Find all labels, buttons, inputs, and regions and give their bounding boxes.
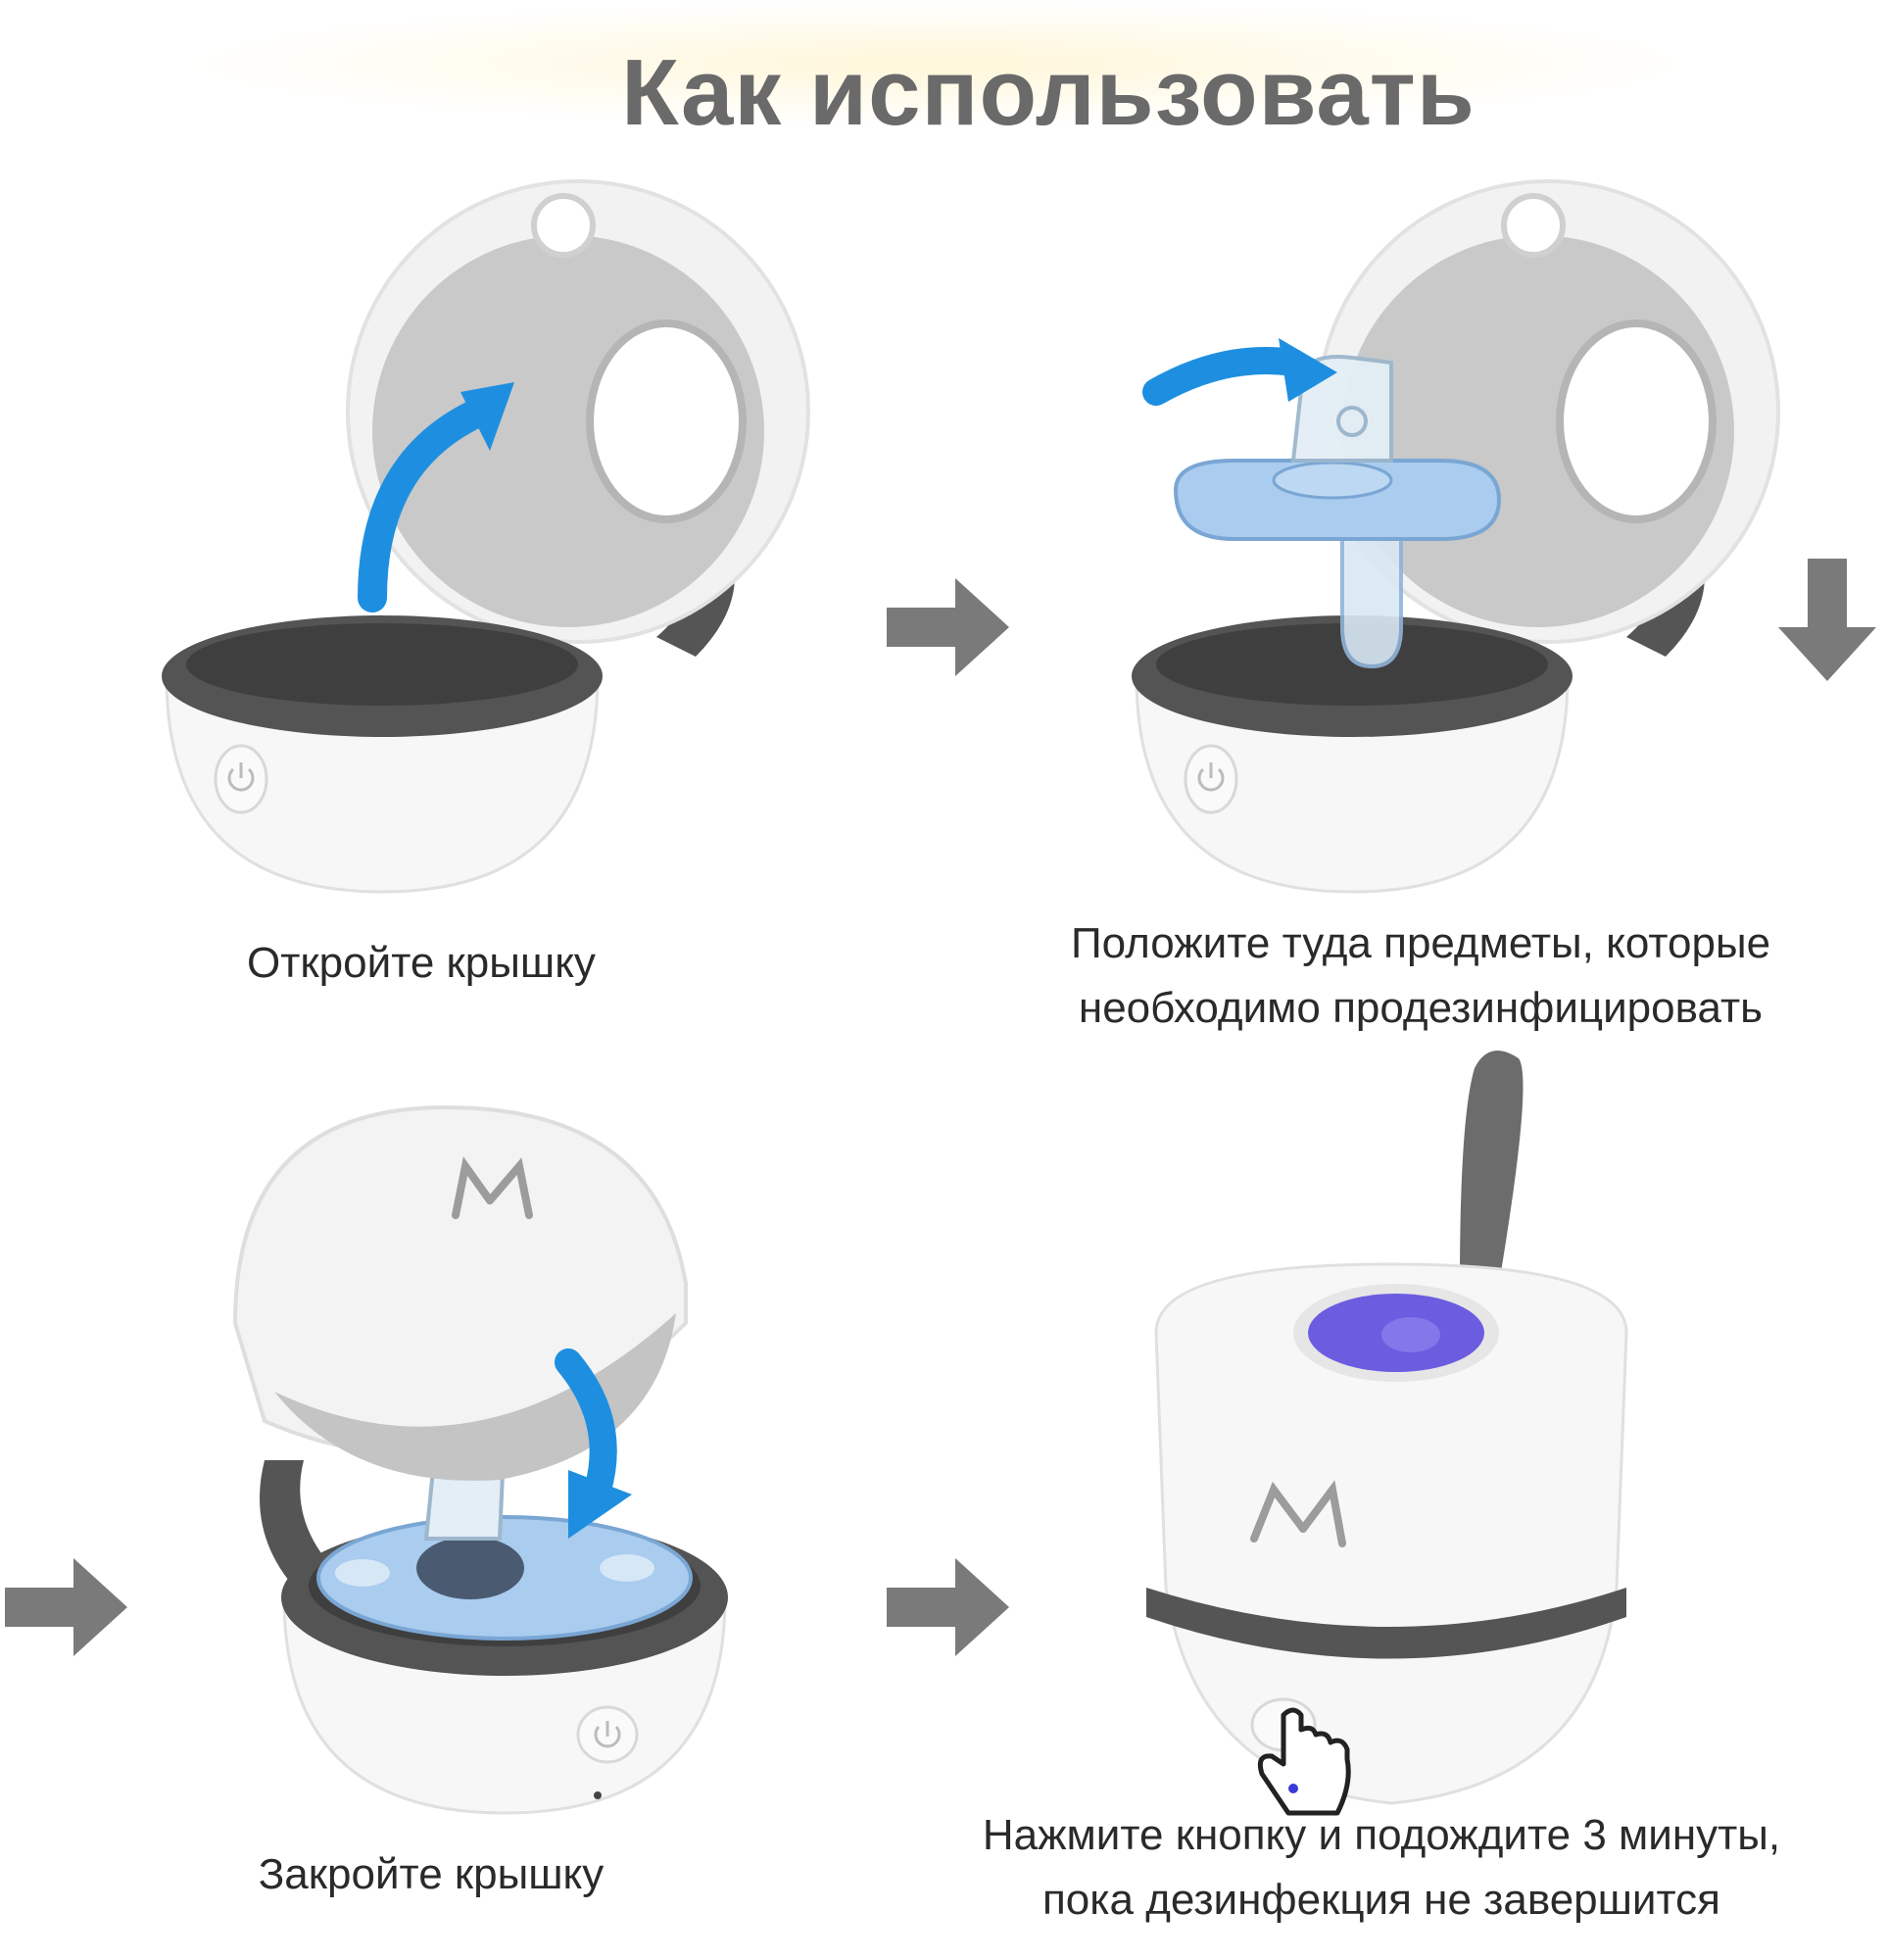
step-3-caption: Закройте крышку	[258, 1850, 605, 1898]
brand-logo-icon	[452, 1156, 533, 1219]
lid-hook	[531, 193, 596, 258]
page-title: Как использовать	[621, 40, 1476, 145]
step-2-caption-line-2: необходимо продезинфицировать	[1078, 984, 1764, 1032]
power-icon[interactable]	[1184, 744, 1238, 814]
base-interior	[1156, 623, 1548, 706]
step-4-illustration	[1146, 1051, 1628, 1816]
lid-inner	[274, 1313, 676, 1481]
title-glow	[176, 0, 1705, 127]
device-band	[1146, 1588, 1626, 1659]
step-2-caption: Положите туда предметы, которые необходи…	[999, 911, 1842, 1041]
base-body	[1135, 674, 1570, 894]
step-2-illustration	[1132, 179, 1780, 894]
base-body	[165, 674, 600, 894]
step-4-caption-line-1: Нажмите кнопку и подождите 3 минуты,	[982, 1811, 1781, 1859]
step-2-caption-line-1: Положите туда предметы, которые	[1070, 919, 1771, 967]
next-step-arrow-1	[887, 578, 1009, 676]
lid-hook	[1501, 193, 1566, 258]
next-step-arrow-4	[887, 1558, 1009, 1656]
step-1-illustration	[162, 179, 810, 894]
next-step-arrow-2	[1778, 559, 1876, 681]
step-3-illustration	[232, 1104, 728, 1815]
step-1-caption: Откройте крышку	[247, 939, 596, 987]
strap	[1460, 1051, 1524, 1284]
step-4-caption-line-2: пока дезинфекция не завершится	[1041, 1876, 1720, 1924]
power-icon[interactable]	[214, 744, 268, 814]
base-interior	[186, 623, 578, 706]
brand-logo-icon	[1250, 1480, 1346, 1547]
power-icon[interactable]	[576, 1705, 639, 1764]
open-direction-arrow	[358, 382, 514, 612]
lid-window	[586, 319, 747, 523]
hand-pointer-icon	[1257, 1707, 1351, 1816]
close-direction-arrow	[555, 1348, 632, 1539]
indicator-dot	[594, 1791, 602, 1799]
insert-direction-arrow	[1142, 338, 1337, 406]
next-step-arrow-3	[5, 1558, 127, 1656]
lid-window	[1556, 319, 1717, 523]
step-4-caption: Нажмите кнопку и подождите 3 минуты, пок…	[911, 1803, 1852, 1933]
